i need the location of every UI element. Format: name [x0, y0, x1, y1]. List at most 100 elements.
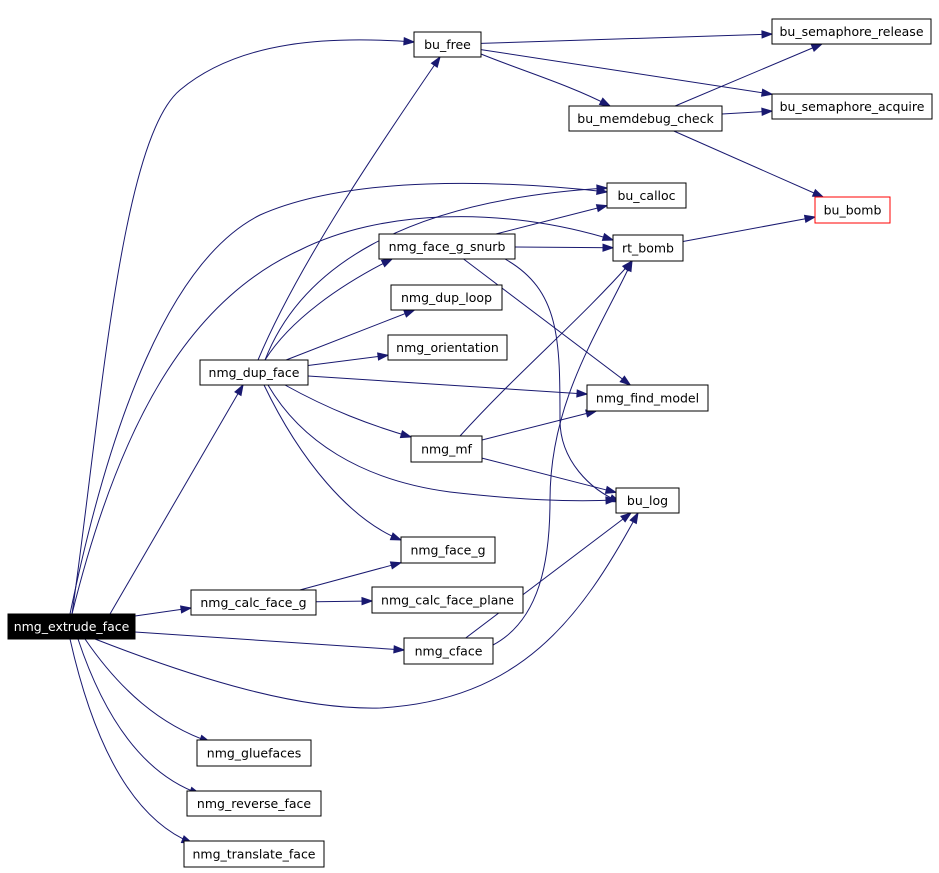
- arrowhead: [605, 496, 618, 505]
- node-nmg-mf[interactable]: nmg_mf: [410, 435, 483, 463]
- node-box: [378, 233, 516, 260]
- edge-line: [465, 512, 632, 639]
- node-nmg-translate-face[interactable]: nmg_translate_face: [183, 840, 325, 868]
- arrowhead: [623, 259, 633, 273]
- edge-line: [109, 384, 244, 615]
- edge-nmg_extrude_face-to-bu_free: [71, 37, 416, 615]
- edge-line: [492, 260, 633, 646]
- node-box: [771, 93, 933, 120]
- arrowhead: [811, 188, 825, 198]
- node-bu-log[interactable]: bu_log: [615, 487, 680, 514]
- node-nmg-dup-loop[interactable]: nmg_dup_loop: [390, 284, 503, 311]
- edge-nmg_face_g_snurb-to-bu_log: [504, 258, 622, 503]
- node-label: nmg_extrude_face: [14, 619, 130, 634]
- edge-nmg_calc_face_g-to-nmg_calc_face_plane: [315, 596, 374, 606]
- arrowhead: [403, 37, 416, 46]
- edge-line: [77, 638, 201, 795]
- arrowhead: [761, 107, 774, 116]
- node-nmg-cface[interactable]: nmg_cface: [403, 637, 494, 665]
- arrowhead: [377, 352, 390, 361]
- edge-nmg_extrude_face-to-rt_bomb: [71, 216, 615, 615]
- edge-nmg_dup_face-to-bu_log: [267, 384, 618, 505]
- edge-line: [299, 562, 402, 591]
- arrowhead: [399, 430, 413, 439]
- node-nmg-orientation[interactable]: nmg_orientation: [387, 334, 508, 361]
- node-bu-semaphore-release[interactable]: bu_semaphore_release: [771, 18, 932, 45]
- arrowhead: [380, 258, 394, 268]
- node-label: nmg_mf: [421, 442, 472, 457]
- node-nmg-dup-face[interactable]: nmg_dup_face: [199, 359, 309, 386]
- edge-nmg_dup_face-to-bu_free: [257, 55, 441, 361]
- node-label: nmg_face_g_snurb: [389, 239, 506, 254]
- node-nmg-find-model[interactable]: nmg_find_model: [586, 384, 709, 412]
- edge-line: [463, 258, 631, 386]
- arrowhead: [598, 97, 612, 107]
- node-rt-bomb[interactable]: rt_bomb: [612, 234, 684, 262]
- edge-line: [84, 638, 211, 743]
- edge-nmg_calc_face_g-to-nmg_face_g: [299, 561, 403, 591]
- node-box: [387, 334, 508, 361]
- node-label: rt_bomb: [622, 241, 674, 256]
- node-box: [615, 487, 680, 514]
- node-label: nmg_calc_face_g: [200, 595, 306, 610]
- edge-nmg_dup_face-to-nmg_orientation: [307, 352, 390, 367]
- node-bu-semaphore-acquire[interactable]: bu_semaphore_acquire: [771, 93, 933, 120]
- arrowhead: [361, 596, 374, 606]
- node-box: [183, 840, 325, 868]
- arrowhead: [403, 309, 416, 318]
- node-bu-free[interactable]: bu_free: [413, 31, 482, 58]
- edge-nmg_extrude_face-to-nmg_dup_face: [109, 383, 244, 615]
- edge-line: [264, 258, 393, 361]
- edge-line: [94, 512, 639, 709]
- edge-rt_bomb-to-bu_bomb: [682, 214, 817, 242]
- edge-line: [69, 638, 193, 844]
- node-nmg-face-g[interactable]: nmg_face_g: [400, 536, 496, 564]
- node-nmg-reverse-face[interactable]: nmg_reverse_face: [186, 790, 322, 817]
- arrowhead: [602, 243, 615, 252]
- node-nmg-calc-face-plane[interactable]: nmg_calc_face_plane: [371, 586, 524, 614]
- node-box: [568, 105, 723, 132]
- edge-bu_memdebug_check-to-bu_semaphore_acquire: [721, 107, 774, 116]
- node-box: [814, 196, 891, 224]
- node-bu-bomb[interactable]: bu_bomb: [814, 196, 891, 224]
- edge-nmg_extrude_face-to-bu_log: [94, 511, 639, 709]
- node-label: nmg_calc_face_plane: [381, 593, 514, 608]
- node-label: bu_semaphore_release: [779, 24, 923, 39]
- arrowhead: [620, 512, 633, 523]
- edge-nmg_cface-to-bu_log: [465, 512, 633, 639]
- node-nmg-extrude-face[interactable]: nmg_extrude_face: [7, 613, 136, 640]
- edge-line: [257, 56, 441, 361]
- node-label: bu_free: [424, 37, 471, 52]
- edge-bu_free-to-bu_semaphore_release: [480, 30, 774, 44]
- edge-bu_memdebug_check-to-bu_bomb: [673, 130, 825, 198]
- node-box: [7, 613, 136, 640]
- node-box: [199, 359, 309, 386]
- arrowhead: [629, 511, 639, 525]
- edge-line: [674, 43, 823, 107]
- edge-bu_free-to-bu_memdebug_check: [480, 53, 612, 107]
- node-box: [186, 790, 322, 817]
- arrowhead: [389, 532, 403, 541]
- node-nmg-face-g-snurb[interactable]: nmg_face_g_snurb: [378, 233, 516, 260]
- node-box: [586, 384, 709, 412]
- node-box: [612, 234, 684, 262]
- node-box: [196, 739, 312, 767]
- edge-line: [481, 410, 597, 441]
- edge-nmg_mf-to-bu_log: [481, 457, 618, 494]
- node-bu-calloc[interactable]: bu_calloc: [606, 182, 687, 209]
- node-nmg-gluefaces[interactable]: nmg_gluefaces: [196, 739, 312, 767]
- node-label: nmg_face_g: [410, 543, 485, 558]
- node-label: bu_calloc: [617, 188, 675, 203]
- edge-nmg_face_g_snurb-to-rt_bomb: [514, 243, 615, 252]
- arrowhead: [393, 645, 406, 654]
- node-nmg-calc-face-g[interactable]: nmg_calc_face_g: [190, 589, 317, 616]
- node-box: [413, 31, 482, 58]
- edge-line: [134, 631, 405, 651]
- node-label: bu_bomb: [824, 203, 882, 218]
- node-box: [410, 435, 483, 463]
- edge-line: [504, 258, 621, 503]
- arrowhead: [234, 383, 244, 397]
- arrowhead: [389, 561, 403, 570]
- edge-nmg_face_g_snurb-to-nmg_find_model: [463, 258, 632, 386]
- node-bu-memdebug-check[interactable]: bu_memdebug_check: [568, 105, 723, 132]
